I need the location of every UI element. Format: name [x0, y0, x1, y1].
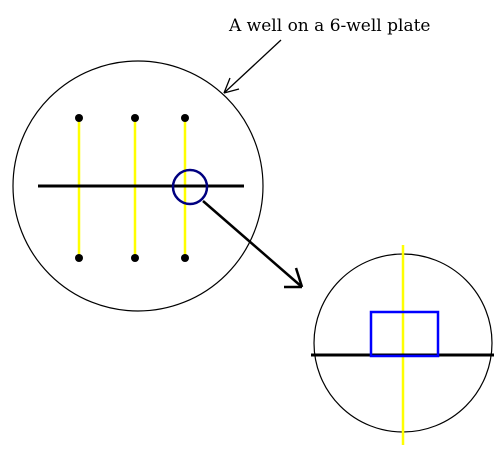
magnify-arrow: [202, 200, 304, 289]
well-outline: [12, 60, 264, 312]
caption-pointer-arrow: [223, 39, 282, 94]
scratch-endpoint-dot: [131, 254, 139, 262]
selected-region-circle: [171, 168, 209, 206]
caption-label: A well on a 6-well plate: [228, 16, 431, 36]
magnified-view: [311, 245, 494, 445]
scratch-endpoint-dot: [181, 114, 189, 122]
imaging-field-rectangle: [369, 310, 440, 358]
scratch-endpoint-dot: [75, 114, 83, 122]
scratch-endpoint-dot: [181, 254, 189, 262]
scratch-endpoint-dot: [131, 114, 139, 122]
scratch-endpoint-dot: [75, 254, 83, 262]
well-main: [12, 60, 264, 312]
